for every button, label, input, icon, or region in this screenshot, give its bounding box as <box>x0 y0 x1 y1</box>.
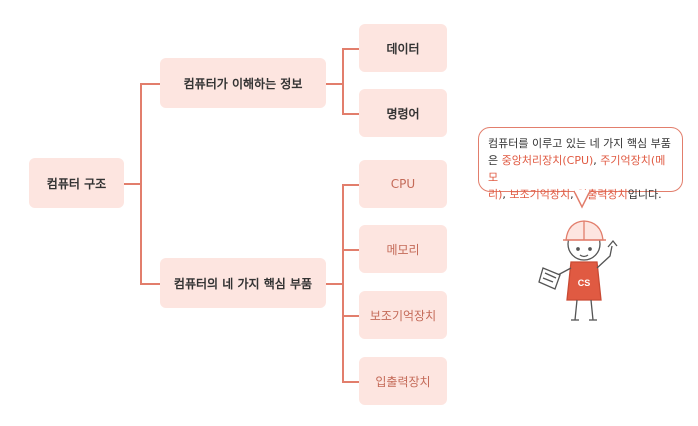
root-node: 컴퓨터 구조 <box>29 158 124 208</box>
connector-b1-out <box>326 83 342 85</box>
bubble-highlight-storage: 보조기억장치 <box>509 188 571 201</box>
connector-b2 <box>140 283 160 285</box>
branch-node-components: 컴퓨터의 네 가지 핵심 부품 <box>160 258 326 308</box>
bubble-highlight-memory: 주기억장치(메모 <box>488 154 666 184</box>
bubble-text-1: 컴퓨터를 이루고 있는 네 가지 핵심 부품 <box>488 137 671 150</box>
bubble-text-6: 입니다. <box>627 188 662 201</box>
mascot-shirt <box>566 261 602 301</box>
branch-node-info: 컴퓨터가 이해하는 정보 <box>160 58 326 108</box>
connector-b1-vert <box>342 48 344 114</box>
connector-b2-c2 <box>342 249 359 251</box>
bubble-text-4: , <box>502 188 510 201</box>
leaf-node-storage: 보조기억장치 <box>359 291 447 339</box>
shirt-label: CS <box>578 278 591 288</box>
connector-b2-c3 <box>342 315 359 317</box>
leaf-node-cpu: CPU <box>359 160 447 208</box>
bubble-text-2: 은 <box>488 154 502 167</box>
connector-b2-out <box>326 283 342 285</box>
leaf-node-io: 입출력장치 <box>359 357 447 405</box>
connector-root <box>124 183 140 185</box>
connector-b1 <box>140 83 160 85</box>
connector-b1-c2 <box>342 113 359 115</box>
leaf-node-instruction: 명령어 <box>359 89 447 137</box>
bubble-highlight-memory-end: 리) <box>488 188 503 201</box>
leaf-node-memory: 메모리 <box>359 225 447 273</box>
bubble-highlight-cpu: 중앙처리장치(CPU) <box>501 154 594 167</box>
leaf-node-data: 데이터 <box>359 24 447 72</box>
bubble-tail <box>573 190 591 209</box>
connector-b2-c4 <box>342 381 359 383</box>
mascot-character <box>538 220 618 321</box>
connector-trunk <box>140 83 142 284</box>
connector-b1-c1 <box>342 48 359 50</box>
connector-b2-c1 <box>342 184 359 186</box>
bubble-text-3: , <box>593 154 601 167</box>
connector-b2-vert <box>342 184 344 382</box>
document-icon <box>538 267 561 290</box>
bubble-text-5: , <box>570 188 578 201</box>
